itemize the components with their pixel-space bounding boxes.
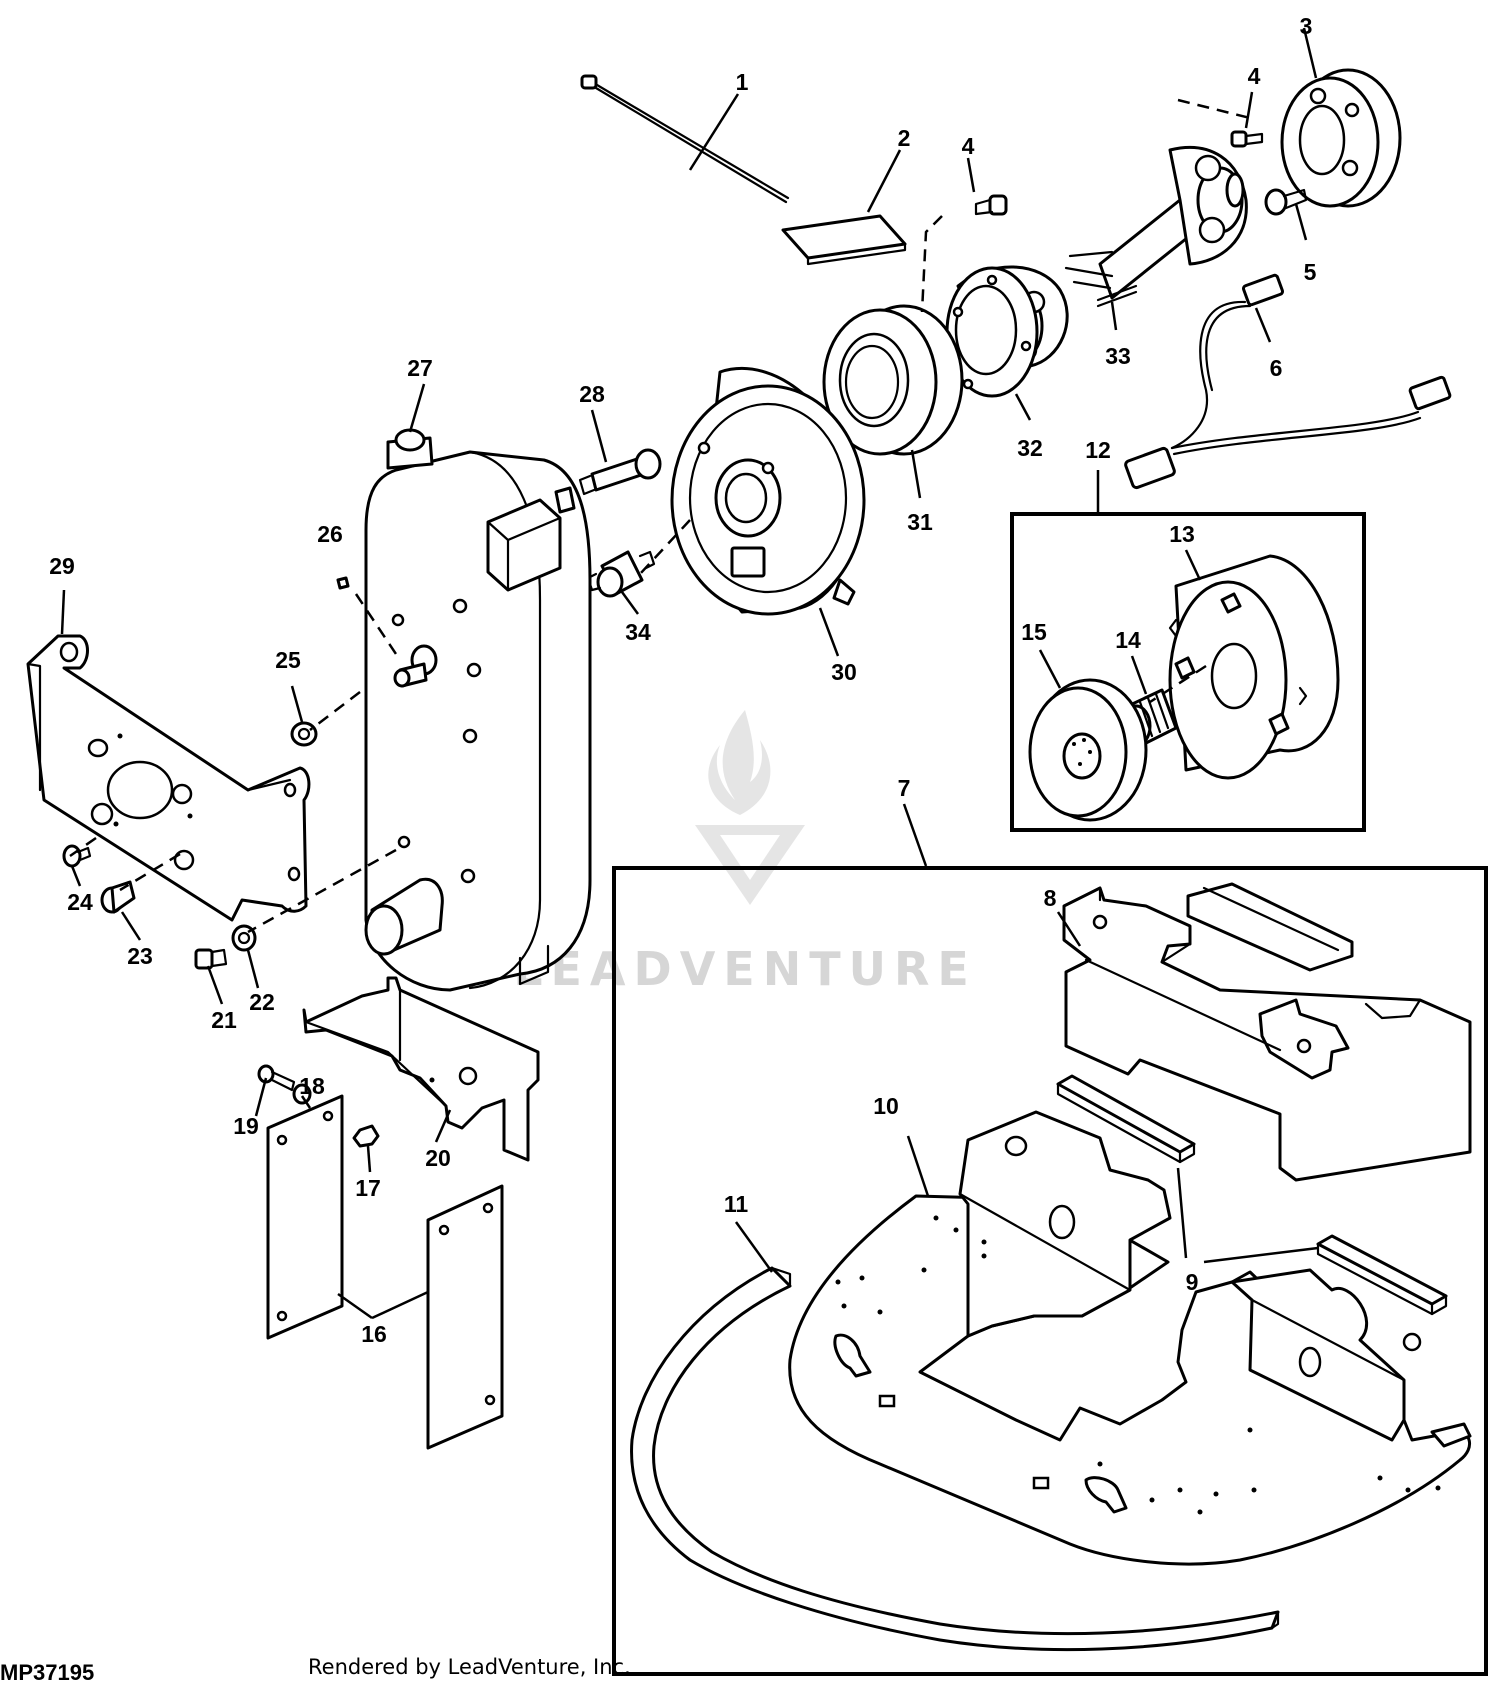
part-25-washer bbox=[290, 721, 318, 747]
callout-7: 7 bbox=[898, 775, 911, 801]
part-1-cable-tie bbox=[580, 74, 790, 204]
kit-7-box bbox=[612, 866, 1488, 1676]
callouts: 1 2 3 4 4 5 6 7 8 9 10 11 12 13 14 15 16… bbox=[49, 13, 1316, 1347]
part-9-strip-top bbox=[1056, 1074, 1196, 1164]
callout-14: 14 bbox=[1115, 627, 1141, 653]
callout-25: 25 bbox=[275, 647, 301, 673]
callout-9: 9 bbox=[1186, 1269, 1199, 1295]
callout-29: 29 bbox=[49, 553, 75, 579]
part-27-gearbox bbox=[364, 428, 592, 992]
callout-2: 2 bbox=[898, 125, 911, 151]
callout-30: 30 bbox=[831, 659, 857, 685]
callout-22: 22 bbox=[249, 989, 275, 1015]
callout-31: 31 bbox=[907, 509, 933, 535]
part-26-fitting bbox=[336, 576, 350, 590]
callout-32: 32 bbox=[1017, 435, 1043, 461]
part-30-clutch bbox=[670, 366, 866, 616]
callout-24: 24 bbox=[67, 889, 93, 915]
callout-8: 8 bbox=[1044, 885, 1057, 911]
kit-12-box bbox=[1010, 512, 1366, 832]
callout-16: 16 bbox=[361, 1321, 387, 1347]
part-32-driveshaft bbox=[945, 145, 1248, 398]
part-13-hub bbox=[1168, 554, 1340, 780]
part-29-mounting-plate bbox=[26, 634, 311, 922]
callout-17: 17 bbox=[355, 1175, 381, 1201]
callout-28: 28 bbox=[579, 381, 605, 407]
part-8-bracket bbox=[1062, 882, 1472, 1182]
part-31-bearing-ring bbox=[822, 304, 964, 456]
figure-code: MP37195 bbox=[0, 1660, 94, 1685]
callout-33: 33 bbox=[1105, 343, 1131, 369]
part-4-bolt-center bbox=[974, 194, 1008, 216]
part-21-bolt bbox=[194, 948, 228, 970]
part-20-bracket bbox=[302, 976, 540, 1162]
callout-34: 34 bbox=[625, 619, 651, 645]
part-15-disc bbox=[1028, 678, 1148, 822]
part-11-trim-strip bbox=[630, 1266, 1280, 1652]
leader-lines bbox=[60, 27, 1319, 1320]
part-16-plate-right bbox=[426, 1184, 504, 1450]
watermark-text: LEADVENTURE bbox=[513, 942, 977, 996]
callout-23: 23 bbox=[127, 943, 153, 969]
callout-27: 27 bbox=[407, 355, 433, 381]
part-24-screw bbox=[62, 844, 92, 868]
callout-1: 1 bbox=[736, 69, 749, 95]
part-9-strip-bottom bbox=[1316, 1234, 1448, 1316]
callout-6: 6 bbox=[1270, 355, 1283, 381]
part-34-spacer bbox=[586, 550, 656, 598]
callout-26: 26 bbox=[317, 521, 343, 547]
part-3-flange bbox=[1280, 68, 1402, 208]
callout-15: 15 bbox=[1021, 619, 1047, 645]
callout-20: 20 bbox=[425, 1145, 451, 1171]
part-33-pin bbox=[1096, 284, 1138, 308]
part-23-stud bbox=[100, 880, 136, 914]
callout-11: 11 bbox=[724, 1191, 749, 1217]
callout-12: 12 bbox=[1085, 437, 1111, 463]
callout-5: 5 bbox=[1304, 259, 1317, 285]
callout-18: 18 bbox=[299, 1073, 325, 1099]
callout-21: 21 bbox=[211, 1007, 237, 1033]
watermark-logo bbox=[695, 710, 805, 905]
assembly-lines bbox=[69, 98, 1251, 934]
part-6-harness bbox=[1124, 273, 1452, 490]
callout-19: 19 bbox=[233, 1113, 259, 1139]
part-18-nut bbox=[292, 1083, 312, 1105]
part-26-stud bbox=[393, 644, 438, 688]
callout-10: 10 bbox=[873, 1093, 899, 1119]
part-10-seat-plate bbox=[788, 1110, 1472, 1566]
part-28-bolt bbox=[578, 448, 662, 496]
callout-4-center: 4 bbox=[962, 133, 975, 159]
callout-3: 3 bbox=[1300, 13, 1313, 39]
part-16-plate-left bbox=[266, 1094, 344, 1340]
callout-4-right: 4 bbox=[1248, 63, 1261, 89]
render-credit: Rendered by LeadVenture, Inc. bbox=[308, 1655, 631, 1679]
part-17-nut bbox=[352, 1124, 380, 1148]
callout-13: 13 bbox=[1169, 521, 1195, 547]
part-2-pad bbox=[781, 214, 907, 266]
part-4-bolt-right bbox=[1230, 130, 1264, 148]
